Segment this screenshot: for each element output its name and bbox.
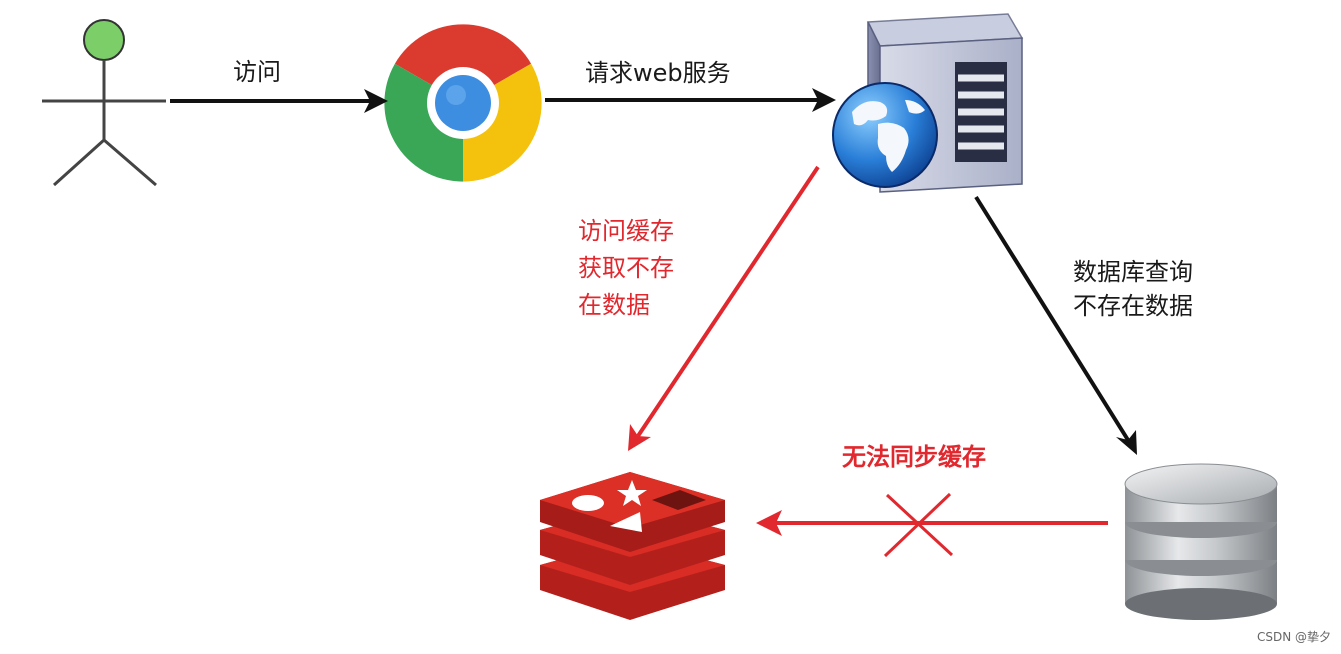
globe-icon [832, 82, 938, 188]
arrow-access-cache [628, 165, 820, 451]
label-db-query: 数据库查询 不存在数据 [1073, 255, 1193, 323]
redis-icon [540, 472, 725, 620]
label-db-line: 数据库查询 [1073, 258, 1193, 286]
label-cache-access: 访问缓存 获取不存 在数据 [578, 213, 674, 324]
watermark: CSDN @挚夕 [1257, 630, 1332, 644]
arrow-db-query [974, 195, 1137, 455]
label-db-line: 不存在数据 [1073, 292, 1193, 320]
label-cache-line: 在数据 [578, 291, 650, 319]
arrow-visit [170, 89, 388, 113]
arrow-request-web [545, 88, 836, 112]
label-visit: 访问 [233, 58, 281, 86]
label-cache-line: 访问缓存 [578, 217, 674, 245]
label-request-web: 请求web服务 [585, 59, 731, 87]
label-sync-fail: 无法同步缓存 [842, 443, 986, 471]
database-icon [1124, 463, 1278, 620]
blocked-cross-icon [883, 492, 954, 558]
arrow-sync-cache [756, 510, 1108, 536]
label-cache-line: 获取不存 [578, 254, 674, 282]
chrome-icon [384, 24, 542, 182]
user-icon [42, 19, 166, 187]
